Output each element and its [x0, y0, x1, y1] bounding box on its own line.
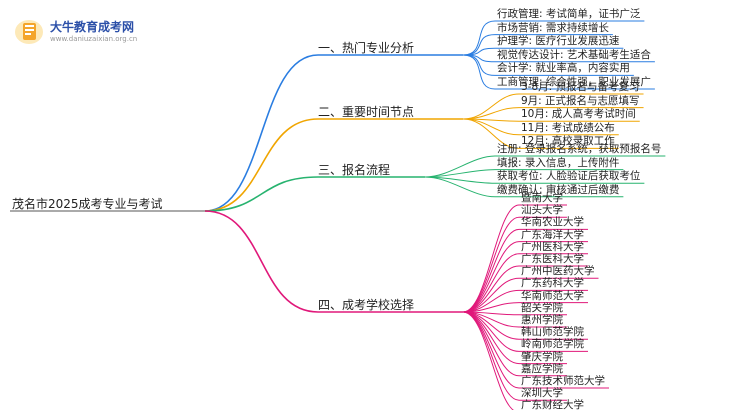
leaf-node: 暨南大学 [521, 192, 563, 204]
branch-label: 一、热门专业分析 [318, 41, 415, 55]
leaf-node: 汕头大学 [521, 204, 563, 217]
leaf-connector [462, 54, 496, 90]
leaf-node: 行政管理: 考试简单，证书广泛 [497, 8, 641, 20]
leaf-node: 岭南师范学院 [521, 338, 584, 351]
branch-connector [204, 210, 319, 313]
leaf-node: 广东医科大学 [521, 253, 584, 265]
leaf-node: 9月: 正式报名与志愿填写 [521, 94, 640, 107]
leaf-node: 华南师范大学 [521, 289, 584, 302]
leaf-node: 护理学: 医疗行业发展迅速 [497, 35, 620, 48]
leaf-node: 深圳大学 [521, 387, 563, 400]
branch-label: 三、报名流程 [318, 163, 391, 177]
leaf-node: 10月: 成人高考考试时间 [521, 108, 636, 121]
leaf-connector [462, 204, 520, 313]
branch-connector [204, 54, 319, 212]
leaf-node: 市场营销: 需求持续增长 [497, 21, 609, 34]
leaf-node: 获取考位: 人脸验证后获取考位 [497, 170, 641, 183]
leaf-connector [462, 228, 520, 313]
leaf-node: 肇庆学院 [521, 350, 563, 363]
leaf-node: 广东技术师范大学 [521, 375, 605, 387]
leaf-connector [462, 311, 520, 377]
logo-name: 大牛教育成考网 [50, 20, 135, 34]
leaf-node: 注册: 登录报名系统，获取预报名号 [497, 143, 662, 155]
leaf-connector [462, 311, 520, 352]
leaf-node: 11月: 考试成绩公布 [521, 121, 615, 134]
leaf-node: 填报: 录入信息，上传附件 [497, 156, 620, 169]
leaf-node: 广州医科大学 [521, 240, 584, 253]
leaf-connector [462, 107, 520, 120]
logo-url: www.daniuzaixian.org.cn [50, 35, 138, 43]
leaf-node: 韶关学院 [521, 301, 563, 314]
leaf-node: 12月: 高校录取工作 [521, 135, 615, 148]
logo: 大牛教育成考网 www.daniuzaixian.org.cn [14, 14, 138, 50]
leaf-connector [462, 20, 496, 56]
leaf-node: 惠州学院 [521, 314, 563, 326]
leaf-node: 广州中医药大学 [521, 265, 595, 278]
leaf-connector [462, 93, 520, 120]
leaf-node: 华南农业大学 [521, 216, 584, 229]
leaf-connector [462, 216, 520, 313]
leaf-node: 广东财经大学 [521, 399, 584, 412]
leaf-node: 韩山师范学院 [521, 326, 584, 339]
branch-label: 二、重要时间节点 [318, 105, 415, 119]
book-icon [15, 20, 43, 44]
leaf-node: 广东海洋大学 [521, 228, 584, 241]
leaf-connector [462, 118, 520, 149]
leaf-node: 广东药科大学 [521, 277, 584, 290]
leaf-node: 会计学: 就业率高，内容实用 [497, 62, 630, 75]
branch-label: 四、成考学校选择 [318, 298, 415, 312]
leaf-connector [424, 176, 496, 198]
leaf-node: 工商管理: 综合性强，职业发展广 [497, 76, 651, 88]
leaf-connector [462, 311, 514, 410]
leaf-node: 缴费确认: 审核通过后缴费 [497, 183, 620, 196]
leaf-node: 嘉应学院 [521, 362, 563, 375]
leaf-node: 视觉传达设计: 艺术基础考生适合 [497, 48, 651, 61]
branch-connector [204, 176, 319, 212]
branch-connector [204, 118, 319, 212]
root-topic: 茂名市2025成考专业与考试 [12, 197, 163, 211]
leaf-node: 3-8月: 预报名与备考复习 [521, 81, 640, 93]
